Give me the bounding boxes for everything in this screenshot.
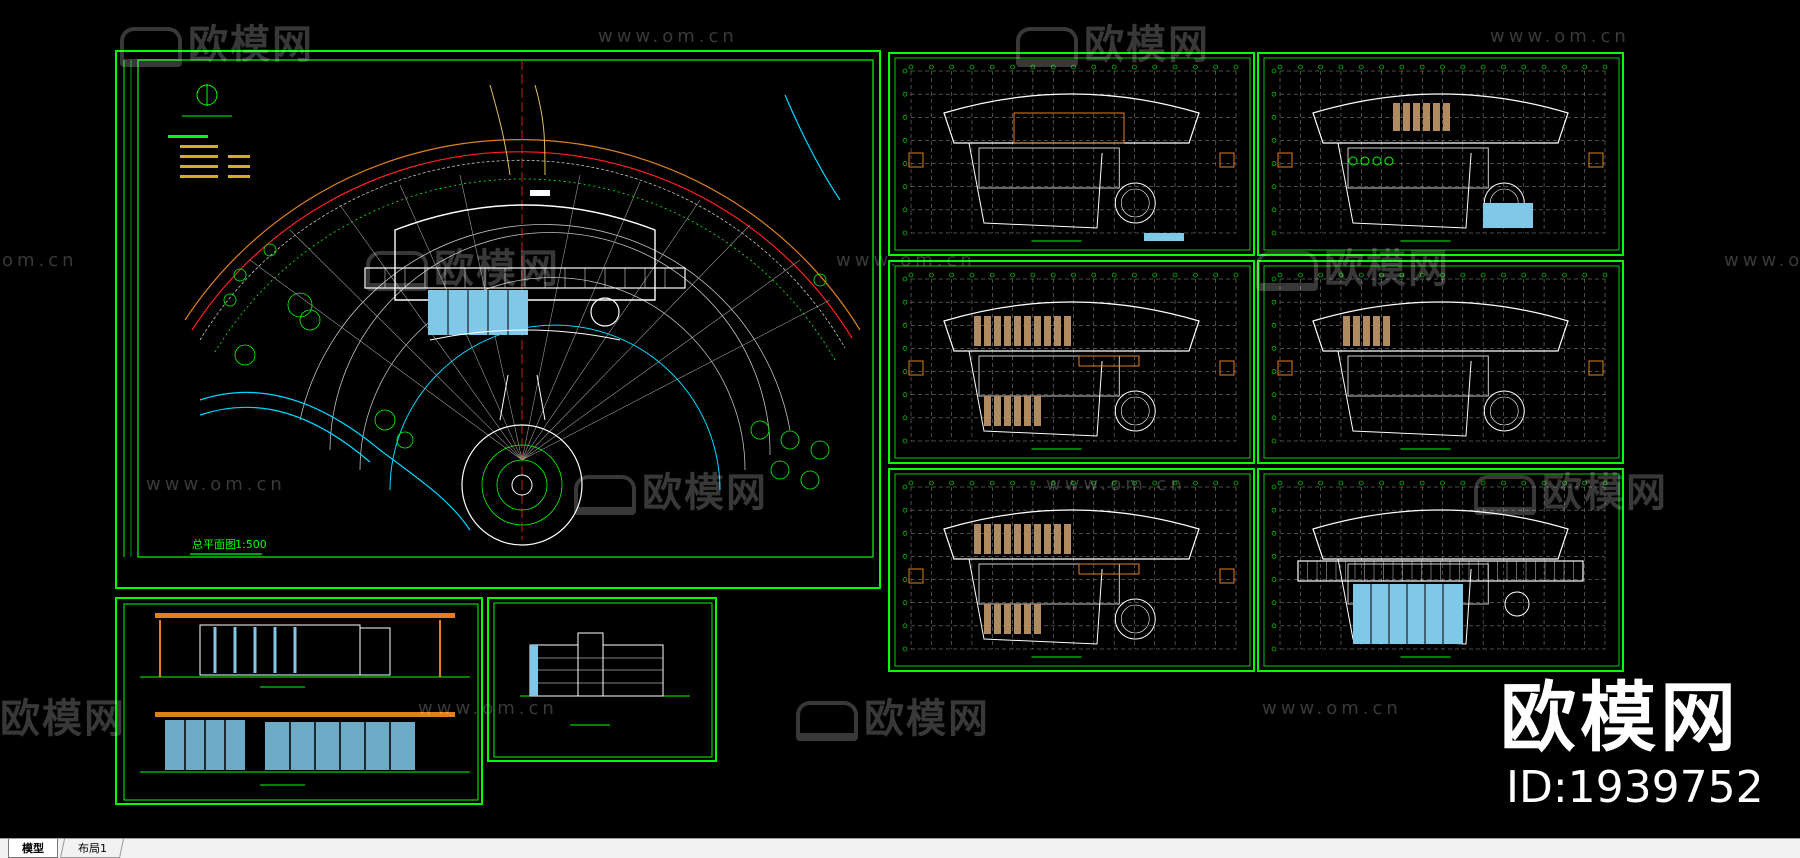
elevation-sheet[interactable]: [115, 597, 483, 805]
site-plan-title: 总平面图: [192, 537, 236, 551]
tab-layout-1-label: 布局1: [77, 842, 107, 855]
floor-plan-sheet-3[interactable]: [888, 260, 1255, 464]
site-trees: [223, 243, 830, 490]
cad-model-space[interactable]: 总平面图 1:500: [0, 0, 1800, 838]
site-plan-scale: 1:500: [235, 538, 267, 551]
site-legend-table: [168, 135, 250, 178]
tab-layout-1[interactable]: 布局1: [59, 839, 125, 858]
site-water-edge: [199, 94, 841, 531]
site-plan-sheet[interactable]: 总平面图 1:500: [115, 50, 881, 589]
cad-drawing[interactable]: 总平面图 1:500: [0, 0, 1800, 838]
floor-plan-sheet-5[interactable]: [888, 468, 1255, 672]
rear-elevation: [140, 712, 470, 786]
site-building: [364, 190, 686, 341]
floor-plan-sheets[interactable]: [888, 52, 1624, 672]
front-elevation: [140, 613, 470, 688]
layout-tab-bar: 模型 布局1: [0, 838, 1800, 858]
tab-model[interactable]: 模型: [8, 839, 58, 858]
floor-plan-sheet-2[interactable]: [1257, 52, 1624, 256]
floor-plan-sheet-1[interactable]: [888, 52, 1255, 256]
site-plaza: [461, 374, 583, 546]
north-arrow-icon: [182, 84, 232, 117]
site-radial-lines: [249, 174, 831, 461]
floor-plan-sheet-4[interactable]: [1257, 260, 1624, 464]
section-sheet[interactable]: [487, 597, 717, 762]
site-arcs: [184, 139, 861, 491]
roof-plan-sheet[interactable]: [1257, 468, 1624, 672]
